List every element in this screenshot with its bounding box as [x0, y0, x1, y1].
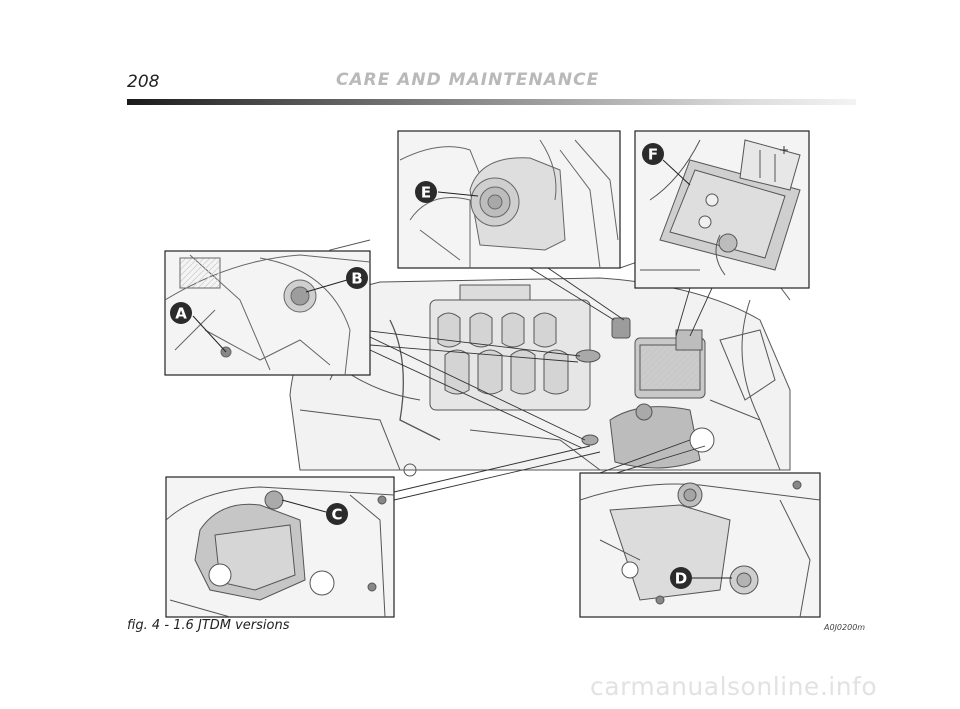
- section-title: CARE AND MAINTENANCE: [336, 70, 600, 90]
- inset-washer-fluid: D: [579, 472, 821, 618]
- inset-battery: F: [634, 130, 810, 289]
- inset-coolant: C: [165, 476, 395, 618]
- callout-a-label: A: [175, 305, 187, 323]
- callout-c-label: C: [331, 506, 342, 524]
- callout-f-label: F: [648, 146, 658, 164]
- main-engine-drawing: [289, 239, 791, 477]
- page-number: 208: [127, 72, 160, 92]
- figure-caption: fig. 4 - 1.6 JTDM versions: [127, 618, 290, 633]
- callout-b-label: B: [351, 270, 362, 288]
- figure-code: A0J0200m: [824, 623, 866, 632]
- callout-d-label: D: [675, 570, 687, 588]
- callout-e-label: E: [421, 184, 431, 202]
- inset-brake-fluid: E: [397, 130, 621, 269]
- footer-watermark: carmanualsonline.info: [590, 672, 878, 701]
- inset-oil-filler: A B: [164, 250, 371, 376]
- leader-lines: [369, 267, 713, 501]
- header-rule: [127, 99, 856, 105]
